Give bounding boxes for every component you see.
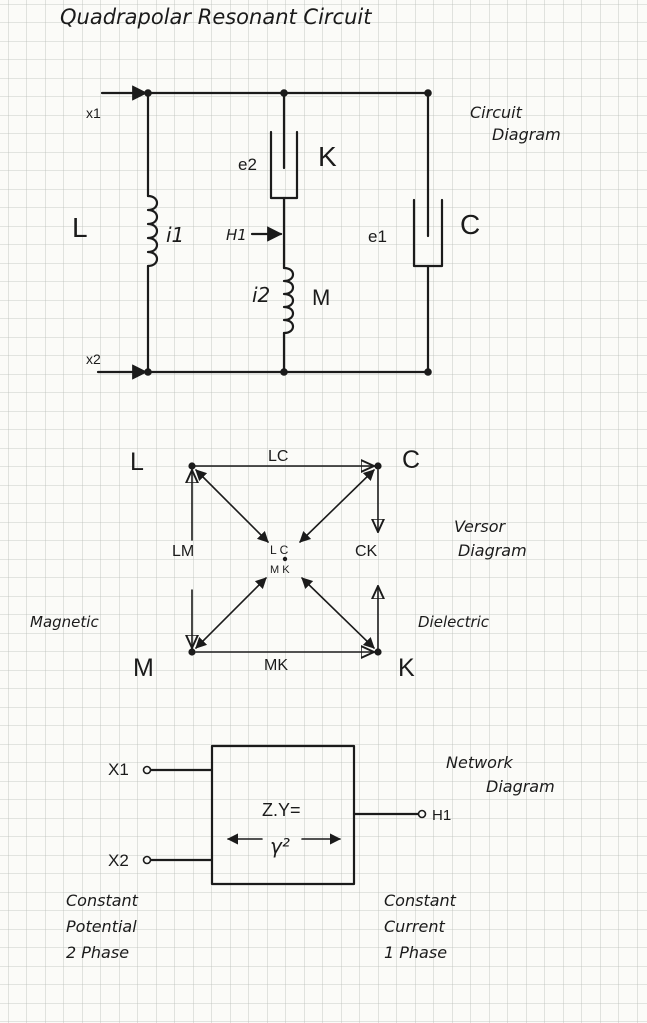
circuit-diagram: x1 x2 L i1 e2 K H1 i2 M e1 C Circuit Dia… xyxy=(72,85,561,380)
center-label-top: L C xyxy=(270,543,289,557)
inductor-m xyxy=(282,266,295,335)
diagonal-c-center xyxy=(299,469,375,543)
vertex-dot xyxy=(374,648,382,656)
versor-label-c: C xyxy=(402,446,420,474)
x2-terminal xyxy=(142,855,152,865)
label-x2: x2 xyxy=(86,351,101,367)
junction-dot xyxy=(280,368,288,376)
junction-dot xyxy=(280,89,288,97)
vertex-dot xyxy=(188,462,196,470)
versor-label-l: L xyxy=(130,448,144,476)
right-note-line1: Constant xyxy=(384,891,457,910)
left-note-line2: Potential xyxy=(66,917,137,936)
label-k: K xyxy=(318,141,337,172)
junction-dot xyxy=(424,368,432,376)
h1-terminal xyxy=(417,809,427,819)
edge-label-lm: LM xyxy=(172,543,194,560)
vertex-dot xyxy=(374,462,382,470)
diagonal-k-center xyxy=(301,577,375,649)
edge-label-mk: MK xyxy=(264,657,288,674)
right-note-line3: 1 Phase xyxy=(384,943,447,962)
magnetic-label: Magnetic xyxy=(30,613,99,631)
label-e1: e1 xyxy=(368,227,387,246)
network-label-gamma: γ² xyxy=(270,834,290,858)
diagonal-m-center xyxy=(195,577,267,649)
network-caption-line2: Diagram xyxy=(486,777,555,796)
label-x1: x1 xyxy=(86,105,101,121)
vertex-dot xyxy=(188,648,196,656)
versor-caption-line1: Versor xyxy=(454,517,507,536)
label-c: C xyxy=(460,209,480,240)
circuit-caption-line1: Circuit xyxy=(470,103,523,122)
label-i2: i2 xyxy=(252,283,270,307)
network-diagram: X1 X2 Z.Y= γ² H1 Network Diagram Constan… xyxy=(66,744,555,962)
network-label-h1: H1 xyxy=(432,807,451,824)
center-dot xyxy=(282,556,288,562)
junction-dot xyxy=(424,89,432,97)
label-m: M xyxy=(312,285,330,310)
label-h1: H1 xyxy=(226,226,247,244)
network-label-x1: X1 xyxy=(108,760,129,779)
label-l: L xyxy=(72,212,88,243)
edge-label-lc: LC xyxy=(268,448,288,465)
network-label-zy: Z.Y= xyxy=(262,800,301,820)
versor-diagram: L C M K LC LM CK MK L C M K Versor Diagr… xyxy=(30,446,527,682)
diagonal-l-center xyxy=(195,469,269,543)
x1-terminal xyxy=(142,765,152,775)
edge-label-ck: CK xyxy=(355,543,378,560)
network-caption-line1: Network xyxy=(446,753,514,772)
label-e2: e2 xyxy=(238,155,257,174)
center-label-bottom: M K xyxy=(270,564,290,576)
versor-caption-line2: Diagram xyxy=(458,541,527,560)
left-note-line3: 2 Phase xyxy=(66,943,129,962)
junction-dot xyxy=(144,368,152,376)
versor-label-k: K xyxy=(398,654,415,682)
dielectric-label: Dielectric xyxy=(418,613,490,631)
versor-label-m: M xyxy=(133,654,154,682)
junction-dot xyxy=(144,89,152,97)
circuit-caption-line2: Diagram xyxy=(492,125,561,144)
page-title: Quadrapolar Resonant Circuit xyxy=(60,5,372,29)
left-note-line1: Constant xyxy=(66,891,139,910)
label-i1: i1 xyxy=(166,223,184,247)
right-note-line2: Current xyxy=(384,917,445,936)
network-label-x2: X2 xyxy=(108,851,129,870)
inductor-l xyxy=(146,194,159,268)
